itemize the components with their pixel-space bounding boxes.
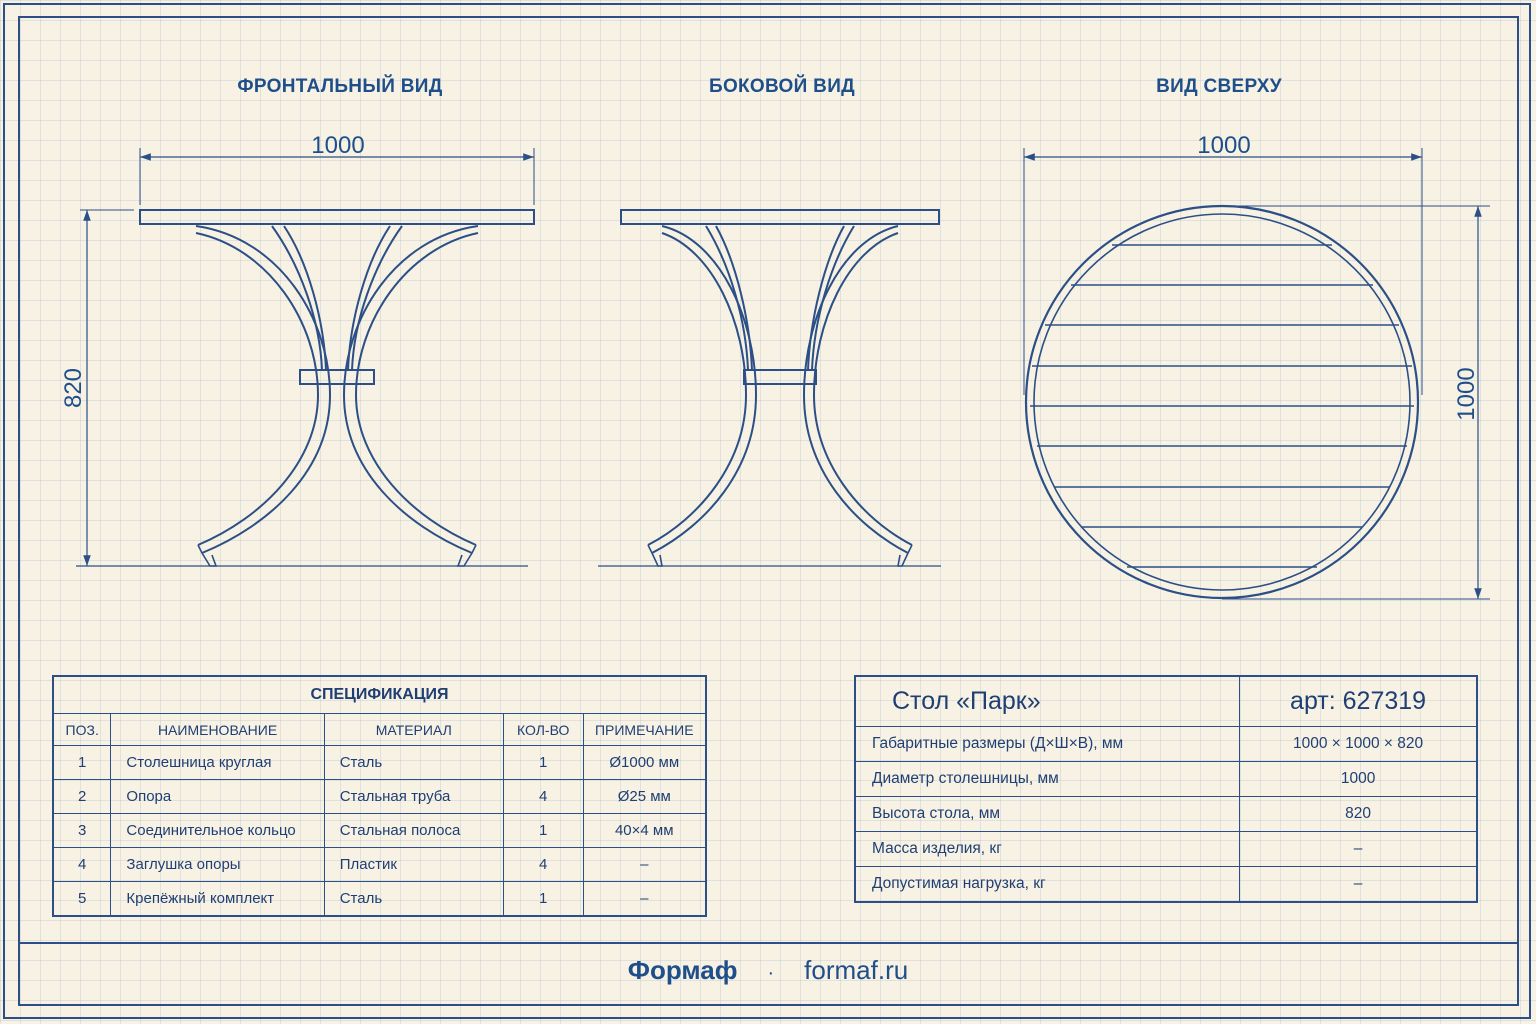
- footer-separator: ·: [767, 962, 775, 984]
- top-tabletop-outer: [1024, 204, 1420, 600]
- inner-frame: [18, 16, 1519, 1006]
- specification-header-row: ПОЗ. НАИМЕНОВАНИЕ МАТЕРИАЛ КОЛ-ВО ПРИМЕЧ…: [52, 713, 707, 746]
- specification-table: СПЕЦИФИКАЦИЯ ПОЗ. НАИМЕНОВАНИЕ МАТЕРИАЛ …: [52, 675, 707, 917]
- table-row: 5 Крепёжный комплект Сталь 1 –: [52, 881, 707, 917]
- info-label: Высота стола, мм: [854, 796, 1241, 832]
- spec-cell: 5: [52, 881, 112, 917]
- footer: Формаф · formaf.ru: [0, 955, 1536, 986]
- spec-cell: Крепёжный комплект: [110, 881, 325, 917]
- spec-cell: 4: [502, 779, 584, 814]
- info-value: 1000: [1239, 761, 1478, 797]
- spec-cell: 2: [52, 779, 112, 814]
- product-article: арт: 627319: [1239, 675, 1478, 727]
- spec-cell: Опора: [110, 779, 325, 814]
- table-row: 4 Заглушка опоры Пластик 4 –: [52, 847, 707, 882]
- spec-cell: 1: [52, 745, 112, 780]
- front-width-label: 1000: [311, 132, 364, 159]
- side-view: [598, 209, 941, 567]
- front-tabletop: [139, 209, 535, 225]
- top-view-title: ВИД СВЕРХУ: [1156, 76, 1282, 97]
- spec-header-pos: ПОЗ.: [52, 713, 112, 746]
- spec-cell: 1: [502, 881, 584, 917]
- info-value: 1000 × 1000 × 820: [1239, 726, 1478, 762]
- spec-cell: Соединительное кольцо: [110, 813, 325, 848]
- outer-frame: [3, 3, 1531, 1019]
- front-leg-outer-right: [342, 225, 479, 554]
- table-row: 1 Столешница круглая Сталь 1 Ø1000 мм: [52, 745, 707, 780]
- info-value: –: [1239, 831, 1478, 867]
- spec-cell: 4: [502, 847, 584, 882]
- spec-cell: Стальная труба: [323, 779, 504, 814]
- spec-cell: 40×4 мм: [582, 813, 707, 848]
- top-view: [1023, 148, 1490, 600]
- spec-cell: 1: [502, 745, 584, 780]
- brand-name: Формаф: [627, 955, 738, 985]
- side-view-title: БОКОВОЙ ВИД: [709, 76, 855, 97]
- spec-header-name: НАИМЕНОВАНИЕ: [110, 713, 325, 746]
- spec-cell: 1: [502, 813, 584, 848]
- info-label: Габаритные размеры (Д×Ш×В), мм: [854, 726, 1241, 762]
- footer-divider: [18, 942, 1519, 944]
- spec-cell: Заглушка опоры: [110, 847, 325, 882]
- spec-cell: 3: [52, 813, 112, 848]
- table-row: 2 Опора Стальная труба 4 Ø25 мм: [52, 779, 707, 814]
- table-row: Габаритные размеры (Д×Ш×В), мм 1000 × 10…: [854, 726, 1478, 762]
- table-row: Высота стола, мм 820: [854, 796, 1478, 832]
- top-tabletop-inner: [1033, 213, 1411, 591]
- product-name: Стол «Парк»: [854, 675, 1241, 727]
- spec-cell: –: [582, 847, 707, 882]
- top-slats: [1030, 244, 1414, 568]
- table-row: Диаметр столешницы, мм 1000: [854, 761, 1478, 797]
- front-view: [76, 148, 535, 567]
- spec-cell: Ø25 мм: [582, 779, 707, 814]
- product-info-header: Стол «Парк» арт: 627319: [854, 675, 1478, 727]
- spec-header-qty: КОЛ-ВО: [502, 713, 584, 746]
- table-row: Допустимая нагрузка, кг –: [854, 866, 1478, 903]
- front-connecting-ring: [299, 369, 375, 385]
- spec-header-material: МАТЕРИАЛ: [323, 713, 504, 746]
- side-tabletop: [620, 209, 940, 225]
- top-width-label: 1000: [1197, 132, 1250, 159]
- product-info-table: Стол «Парк» арт: 627319 Габаритные разме…: [854, 675, 1478, 903]
- table-row: Масса изделия, кг –: [854, 831, 1478, 867]
- spec-cell: Пластик: [323, 847, 504, 882]
- side-connecting-ring: [743, 369, 817, 385]
- spec-cell: Столешница круглая: [110, 745, 325, 780]
- table-row: 3 Соединительное кольцо Стальная полоса …: [52, 813, 707, 848]
- front-height-label: 820: [60, 368, 87, 408]
- spec-cell: –: [582, 881, 707, 917]
- spec-cell: Сталь: [323, 745, 504, 780]
- front-leg-outer-left: [195, 225, 332, 554]
- spec-cell: Ø1000 мм: [582, 745, 707, 780]
- spec-cell: Стальная полоса: [323, 813, 504, 848]
- info-label: Масса изделия, кг: [854, 831, 1241, 867]
- website-link[interactable]: formaf.ru: [804, 955, 909, 985]
- info-value: 820: [1239, 796, 1478, 832]
- info-label: Диаметр столешницы, мм: [854, 761, 1241, 797]
- spec-cell: 4: [52, 847, 112, 882]
- info-value: –: [1239, 866, 1478, 903]
- info-label: Допустимая нагрузка, кг: [854, 866, 1241, 903]
- spec-header-note: ПРИМЕЧАНИЕ: [582, 713, 707, 746]
- specification-title: СПЕЦИФИКАЦИЯ: [52, 675, 707, 714]
- front-view-title: ФРОНТАЛЬНЫЙ ВИД: [237, 76, 443, 97]
- top-height-label: 1000: [1453, 367, 1480, 420]
- spec-cell: Сталь: [323, 881, 504, 917]
